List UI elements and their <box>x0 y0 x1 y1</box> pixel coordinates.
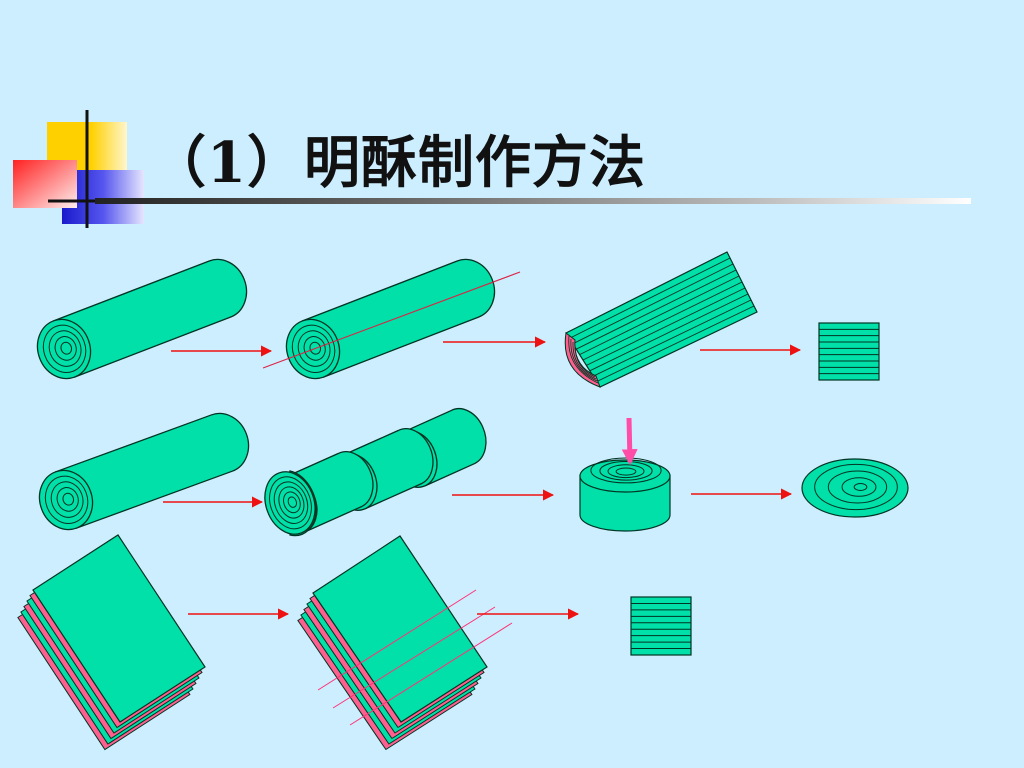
disk-ring <box>853 483 868 491</box>
halved-roll-layer-line <box>586 287 746 366</box>
cut-face-layer-line <box>572 341 597 380</box>
cut-face-layer-line <box>568 335 599 384</box>
row2-flattened-disk <box>801 458 909 518</box>
roll-spiral-ring <box>287 496 298 508</box>
row1-halved-roll <box>564 251 758 388</box>
roll-spiral-ring <box>44 475 89 524</box>
stack-cut-line <box>332 606 496 709</box>
halved-roll-layer-line <box>596 305 755 383</box>
stack-top-sheet <box>32 534 206 723</box>
roll-spiral-ring <box>62 492 75 506</box>
halved-roll-layer-line <box>593 299 752 377</box>
row2-segmented-roll <box>264 408 487 537</box>
square-body <box>630 596 692 656</box>
row3-dough-stack <box>17 534 206 751</box>
halved-roll-body <box>565 251 758 388</box>
title-underline <box>95 198 971 204</box>
row2-roll <box>38 412 250 531</box>
row3-dough-stack-with-cut-lines <box>297 535 513 751</box>
roll-spiral-ring <box>278 486 305 519</box>
square-body <box>818 322 880 381</box>
roll-spiral-ring <box>60 341 73 355</box>
halved-roll-layer-line <box>572 263 734 345</box>
roll-spiral-ring <box>269 476 312 530</box>
roll-end-face <box>38 469 94 531</box>
cut-face-layer-line <box>574 344 596 378</box>
stack-top-sheet <box>312 535 488 723</box>
cut-face-layer-line <box>570 338 598 382</box>
halved-roll-layer-line <box>589 293 749 372</box>
row3-layered-square <box>630 596 692 656</box>
cut-line <box>262 271 521 369</box>
roll-spiral-ring <box>50 481 84 518</box>
disk-ring <box>827 470 888 504</box>
roll-body <box>52 258 248 378</box>
roll-end-face <box>36 318 92 380</box>
roll-spiral-ring <box>48 330 82 367</box>
roll-spiral-ring <box>54 336 77 361</box>
row2-dough-slice <box>579 457 671 532</box>
disk-ring <box>841 477 877 497</box>
roll-spiral-ring <box>42 324 87 373</box>
halved-roll-layer-line <box>579 275 740 356</box>
disk-ring <box>814 463 898 511</box>
corner-logo <box>13 110 144 228</box>
slice-top-ring <box>615 467 637 476</box>
roll-spiral-ring <box>273 481 309 524</box>
roll-spiral-ring <box>56 487 79 512</box>
roll-spiral-ring <box>283 491 301 514</box>
stack-cut-line <box>349 622 513 726</box>
stack-cut-line <box>317 589 477 691</box>
disk-outer <box>801 458 909 518</box>
roll-body <box>54 412 250 530</box>
halved-roll-layer-line <box>582 281 743 361</box>
row1-roll <box>36 258 248 380</box>
row1-roll-with-cut-line <box>262 258 521 380</box>
row1-layered-square <box>818 322 880 381</box>
down-arrow-icon <box>621 417 638 466</box>
slide-title: （1）明酥制作方法 <box>150 130 646 196</box>
halved-roll-layer-line <box>576 269 737 350</box>
halved-roll-layer-line <box>569 257 731 339</box>
